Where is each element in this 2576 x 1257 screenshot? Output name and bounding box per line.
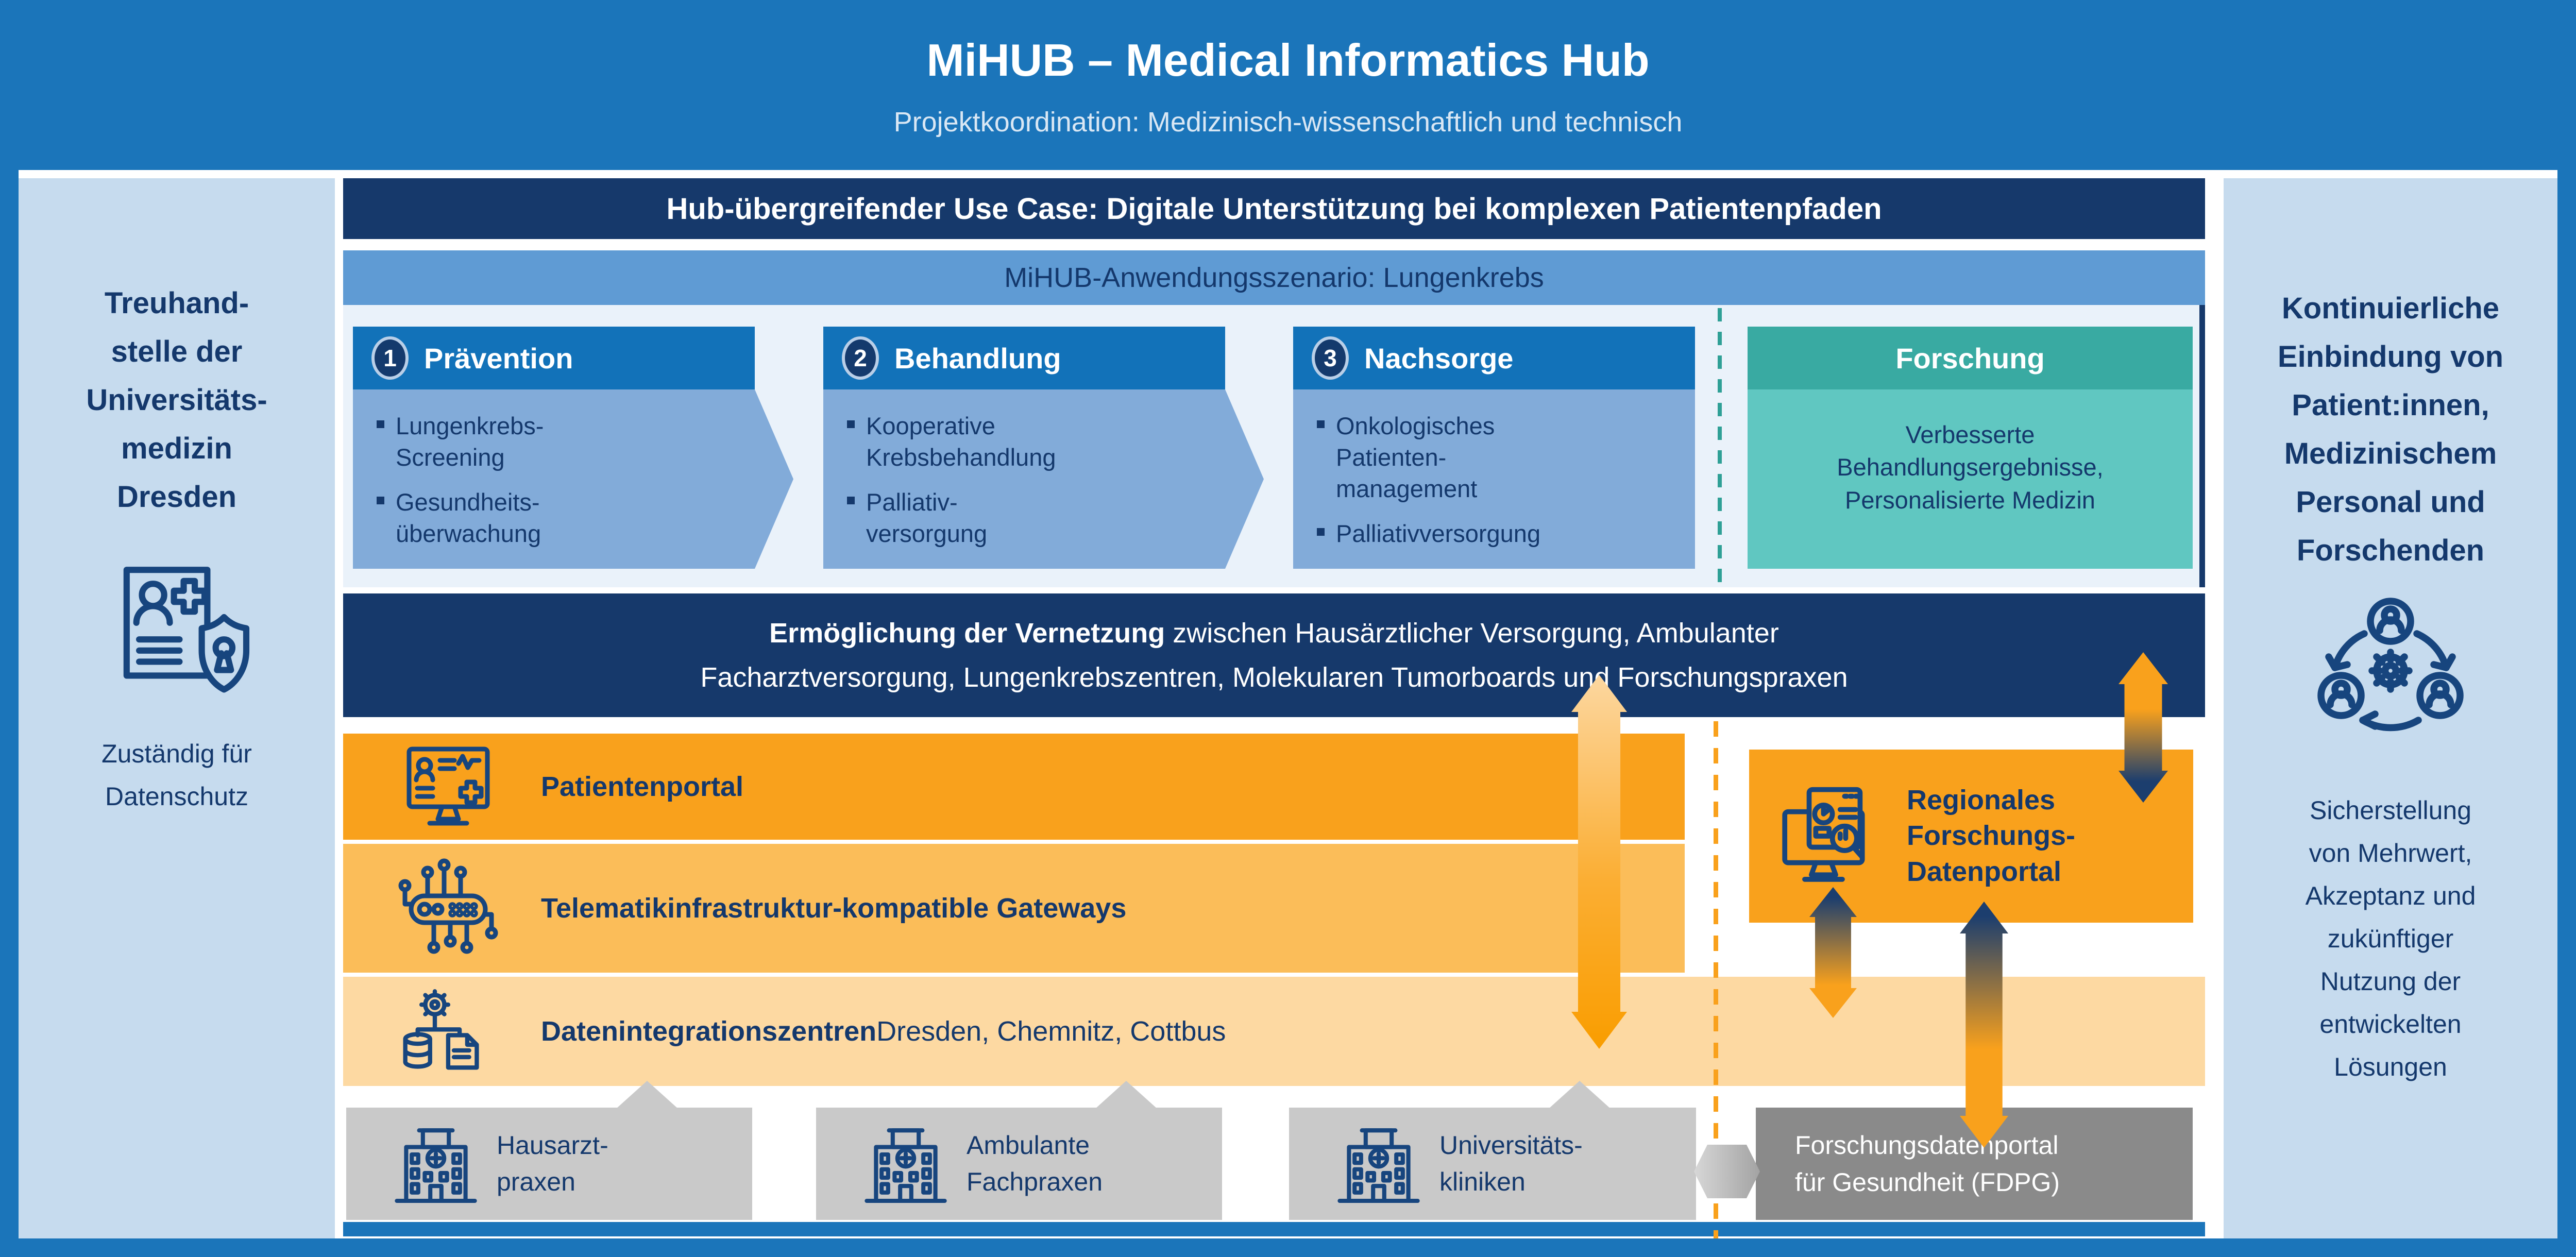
research-data-portal-icon (1776, 781, 1887, 892)
sidebar-treuhandstelle: Treuhand- stelle der Universitäts- mediz… (19, 178, 335, 1238)
clinic-building-icon (1332, 1117, 1425, 1210)
data-integration-icon (397, 984, 492, 1079)
document-shield-icon (102, 562, 251, 701)
teal-dashed-divider (1718, 308, 1722, 587)
bullet-icon (377, 497, 384, 505)
bullet-icon (847, 497, 855, 505)
gateway-circuit-icon (397, 854, 500, 962)
einbindung-caption: Sicherstellung von Mehrwert, Akzeptanz u… (2305, 796, 2476, 1081)
use-case-banner: Hub-übergreifender Use Case: Digitale Un… (343, 178, 2205, 239)
provider-ambulante-fachpraxen: Ambulante Fachpraxen (816, 1108, 1222, 1220)
regionales-forschungsdatenportal-label: Regionales Forschungs- Datenportal (1907, 785, 2076, 887)
step-number-badge: 3 (1312, 336, 1349, 380)
forschung-header: Forschung (1748, 327, 2193, 389)
step-nachsorge-body: Onkologisches Patienten- management Pall… (1293, 389, 1695, 569)
provider-hausarztpraxen: Hausarzt- praxen (346, 1108, 752, 1220)
layer-patientenportal: Patientenportal (343, 734, 1685, 840)
page-subtitle: Projektkoordination: Medizinisch-wissens… (893, 107, 1683, 138)
bullet-icon (1317, 420, 1325, 428)
network-line1: Ermöglichung der Vernetzung zwischen Hau… (769, 618, 1779, 649)
arrow-dic-network (1571, 675, 1627, 1049)
page-title: MiHUB – Medical Informatics Hub (926, 35, 1650, 86)
scenario-right-border (2199, 305, 2205, 587)
network-line2: Facharztversorgung, Lungenkrebszentren, … (700, 662, 1848, 693)
patient-portal-monitor-icon (397, 743, 500, 830)
arrow-network-portal (2119, 652, 2168, 803)
bullet-icon (847, 420, 855, 428)
regionales-forschungsdatenportal-box: Regionales Forschungs- Datenportal (1749, 750, 2193, 923)
fdpg-label: Forschungsdatenportal für Gesundheit (FD… (1795, 1130, 2060, 1197)
bottom-blue-bar (343, 1222, 2205, 1236)
scenario-area: MiHUB-Anwendungsszenario: Lungenkrebs 1 … (343, 250, 2205, 587)
sidebar-einbindung: Kontinuierliche Einbindung von Patient:i… (2224, 178, 2557, 1238)
arrow-portal-fdpg (1960, 902, 2008, 1148)
treuhandstelle-caption: Zuständig für Datenschutz (101, 739, 252, 811)
layer-label: Datenintegrationszentren Dresden, Chemni… (541, 1016, 1226, 1047)
bullet-icon (1317, 528, 1325, 536)
orange-dashed-divider (1714, 721, 1718, 1238)
network-banner: Ermöglichung der Vernetzung zwischen Hau… (343, 593, 2205, 717)
clinic-building-icon (389, 1117, 482, 1210)
scenario-banner: MiHUB-Anwendungsszenario: Lungenkrebs (343, 250, 2205, 305)
layer-datenintegrationszentren: Datenintegrationszentren Dresden, Chemni… (343, 977, 2205, 1086)
layer-gateways: Telematikinfrastruktur-kompatible Gatewa… (343, 844, 1685, 973)
step-praevention-body: Lungenkrebs- Screening Gesundheits- über… (353, 389, 793, 569)
forschung-body: Verbesserte Behandlungsergebnisse, Perso… (1748, 389, 2193, 569)
clinic-building-icon (859, 1117, 952, 1210)
arrow-portal-dic (1809, 887, 1857, 1018)
bullet-icon (377, 420, 384, 428)
step-behandlung-body: Kooperative Krebsbehandlung Palliativ- v… (823, 389, 1264, 569)
step-behandlung-header: 2 Behandlung (823, 327, 1225, 389)
einbindung-heading: Kontinuierliche Einbindung von Patient:i… (2277, 292, 2504, 567)
provider-universitaetskliniken: Universitäts- kliniken (1289, 1108, 1696, 1220)
step-number-badge: 2 (842, 336, 879, 380)
treuhandstelle-heading: Treuhand- stelle der Universitäts- mediz… (86, 286, 267, 514)
step-praevention-header: 1 Prävention (353, 327, 755, 389)
step-number-badge: 1 (371, 336, 409, 380)
step-nachsorge-header: 3 Nachsorge (1293, 327, 1695, 389)
people-gear-cycle-icon (2306, 597, 2476, 751)
connector-kliniken-fdpg (1694, 1145, 1760, 1198)
